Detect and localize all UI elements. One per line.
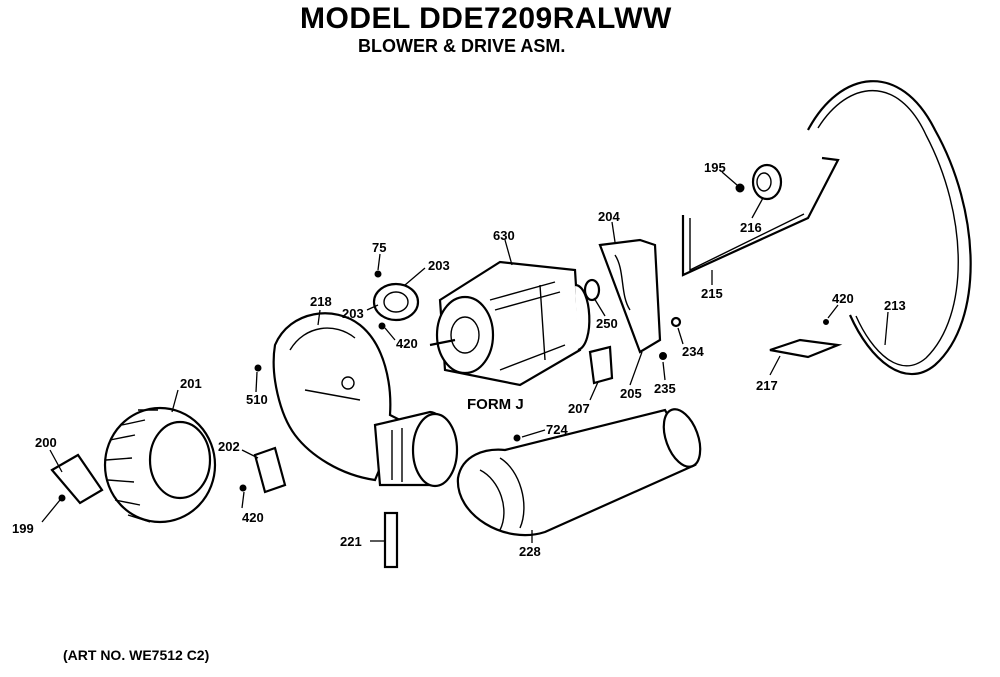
idler-bracket-drawing xyxy=(769,319,843,359)
callout-218: 218 xyxy=(310,294,332,309)
callout-207: 207 xyxy=(568,401,590,416)
motor-bracket-drawing xyxy=(598,238,662,354)
callout-199: 199 xyxy=(12,521,34,536)
motor-switch-drawing xyxy=(588,345,614,385)
callout-labels: 199 200 201 202 420 510 218 203 203 75 4… xyxy=(12,160,906,559)
art-number: (ART NO. WE7512 C2) xyxy=(63,647,210,663)
callout-213: 213 xyxy=(884,298,906,313)
drive-belt-drawing xyxy=(807,80,972,376)
idler-arm-drawing xyxy=(681,156,840,277)
callout-205: 205 xyxy=(620,386,642,401)
callout-217: 217 xyxy=(756,378,778,393)
callout-75: 75 xyxy=(372,240,386,255)
callout-221: 221 xyxy=(340,534,362,549)
callout-228: 228 xyxy=(519,544,541,559)
callout-215: 215 xyxy=(701,286,723,301)
callout-235: 235 xyxy=(654,381,676,396)
callout-234: 234 xyxy=(682,344,704,359)
exhaust-duct-drawing xyxy=(456,408,702,537)
exhaust-pipe-drawing xyxy=(373,410,459,488)
bracket-screws-drawing xyxy=(659,316,682,360)
motor-pulley-drawing xyxy=(583,278,601,302)
form-label: FORM J xyxy=(467,396,524,413)
callout-203-left: 203 xyxy=(342,306,364,321)
callout-420-right: 420 xyxy=(832,291,854,306)
callout-510: 510 xyxy=(246,392,268,407)
callout-630: 630 xyxy=(493,228,515,243)
drive-motor-drawing xyxy=(429,260,591,387)
callout-420-motor: 420 xyxy=(396,336,418,351)
blower-bracket-drawing xyxy=(239,446,287,494)
duct-seal-drawing xyxy=(383,511,399,569)
callout-201: 201 xyxy=(180,376,202,391)
callout-250: 250 xyxy=(596,316,618,331)
housing-screw-drawing xyxy=(254,364,262,372)
blower-wheel-drawing xyxy=(103,406,217,524)
blower-housing-drawing xyxy=(272,312,402,482)
callout-195: 195 xyxy=(704,160,726,175)
idler-pulley-drawing xyxy=(735,163,783,201)
diagram-title: MODEL DDE7209RALWW xyxy=(300,2,672,35)
callout-203-top: 203 xyxy=(428,258,450,273)
callout-202: 202 xyxy=(218,439,240,454)
callout-204: 204 xyxy=(598,209,620,224)
blower-cover-drawing xyxy=(50,453,104,505)
callout-724: 724 xyxy=(546,422,568,437)
motor-mount-drawing xyxy=(372,270,420,330)
callout-216: 216 xyxy=(740,220,762,235)
callout-200: 200 xyxy=(35,435,57,450)
diagram-subtitle: BLOWER & DRIVE ASM. xyxy=(358,36,566,56)
leader-lines xyxy=(41,171,889,543)
callout-420-lower-left: 420 xyxy=(242,510,264,525)
